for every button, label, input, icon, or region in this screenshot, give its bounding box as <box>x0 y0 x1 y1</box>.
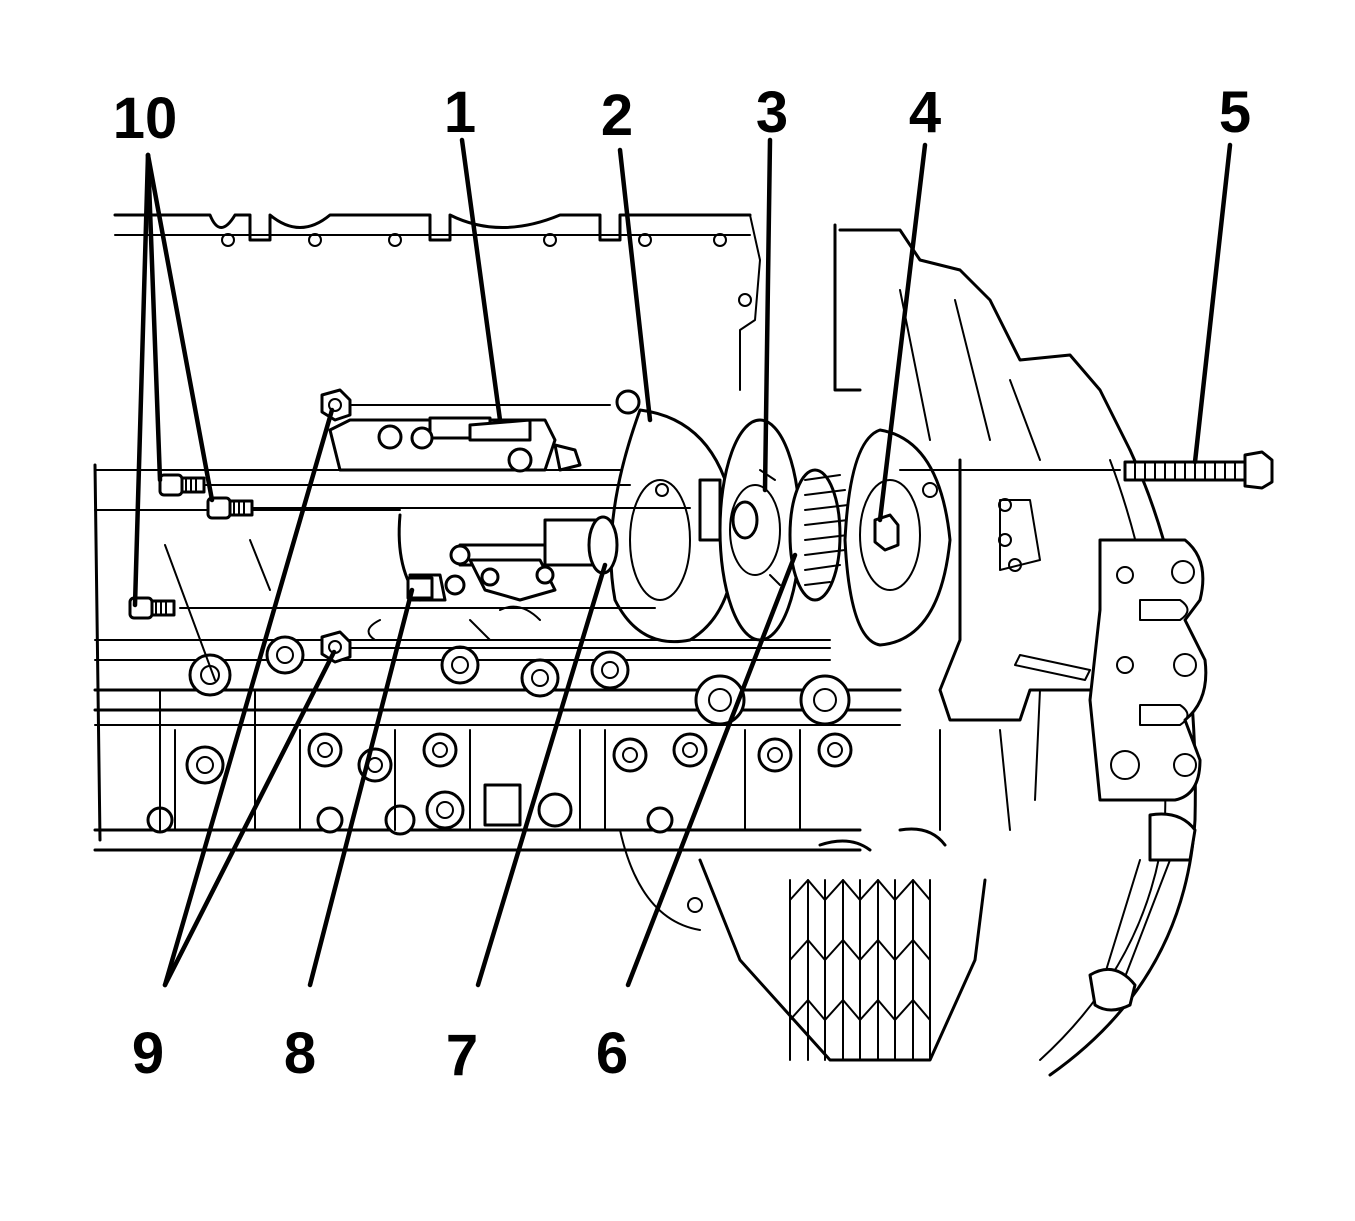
callout-1: 1 <box>444 80 476 145</box>
leader-6 <box>625 552 798 988</box>
oil-pump-body <box>328 416 619 641</box>
leader-9a <box>162 407 335 988</box>
bolt-10-a <box>158 473 206 497</box>
callout-7: 7 <box>446 1023 478 1088</box>
bolt-4 <box>873 513 900 552</box>
bolt-9-upper <box>320 388 352 422</box>
leader-10c <box>132 152 151 608</box>
oil-pan-skirt <box>619 827 987 1062</box>
bolt-10-c <box>128 596 176 620</box>
flywheel-bracket <box>1088 538 1208 1012</box>
bolt-9-lower <box>320 630 352 664</box>
leader-5 <box>1192 142 1233 465</box>
callout-4: 4 <box>909 80 941 145</box>
callout-9: 9 <box>132 1021 164 1086</box>
callout-5: 5 <box>1219 80 1251 145</box>
leader-9b <box>162 649 337 988</box>
crank-gear-assembly <box>718 418 849 642</box>
callout-3: 3 <box>756 80 788 145</box>
leader-10a <box>145 152 163 483</box>
sensor-8 <box>406 576 434 600</box>
leader-7 <box>475 562 608 988</box>
callout-10: 10 <box>113 86 178 151</box>
leader-10b <box>145 152 215 503</box>
bolt-5 <box>1123 450 1274 490</box>
front-cover <box>609 389 737 644</box>
bolt-10-b <box>206 496 254 520</box>
callout-labels: 1 2 3 4 5 6 7 8 9 10 <box>113 80 1251 1088</box>
leader-lines <box>132 137 1233 988</box>
leader-2 <box>617 147 653 423</box>
leader-1 <box>459 137 503 423</box>
callout-6: 6 <box>596 1021 628 1086</box>
callout-8: 8 <box>284 1021 316 1086</box>
callout-2: 2 <box>601 83 633 148</box>
leader-8 <box>307 587 415 988</box>
leader-3 <box>762 137 773 493</box>
leader-4 <box>877 142 928 523</box>
